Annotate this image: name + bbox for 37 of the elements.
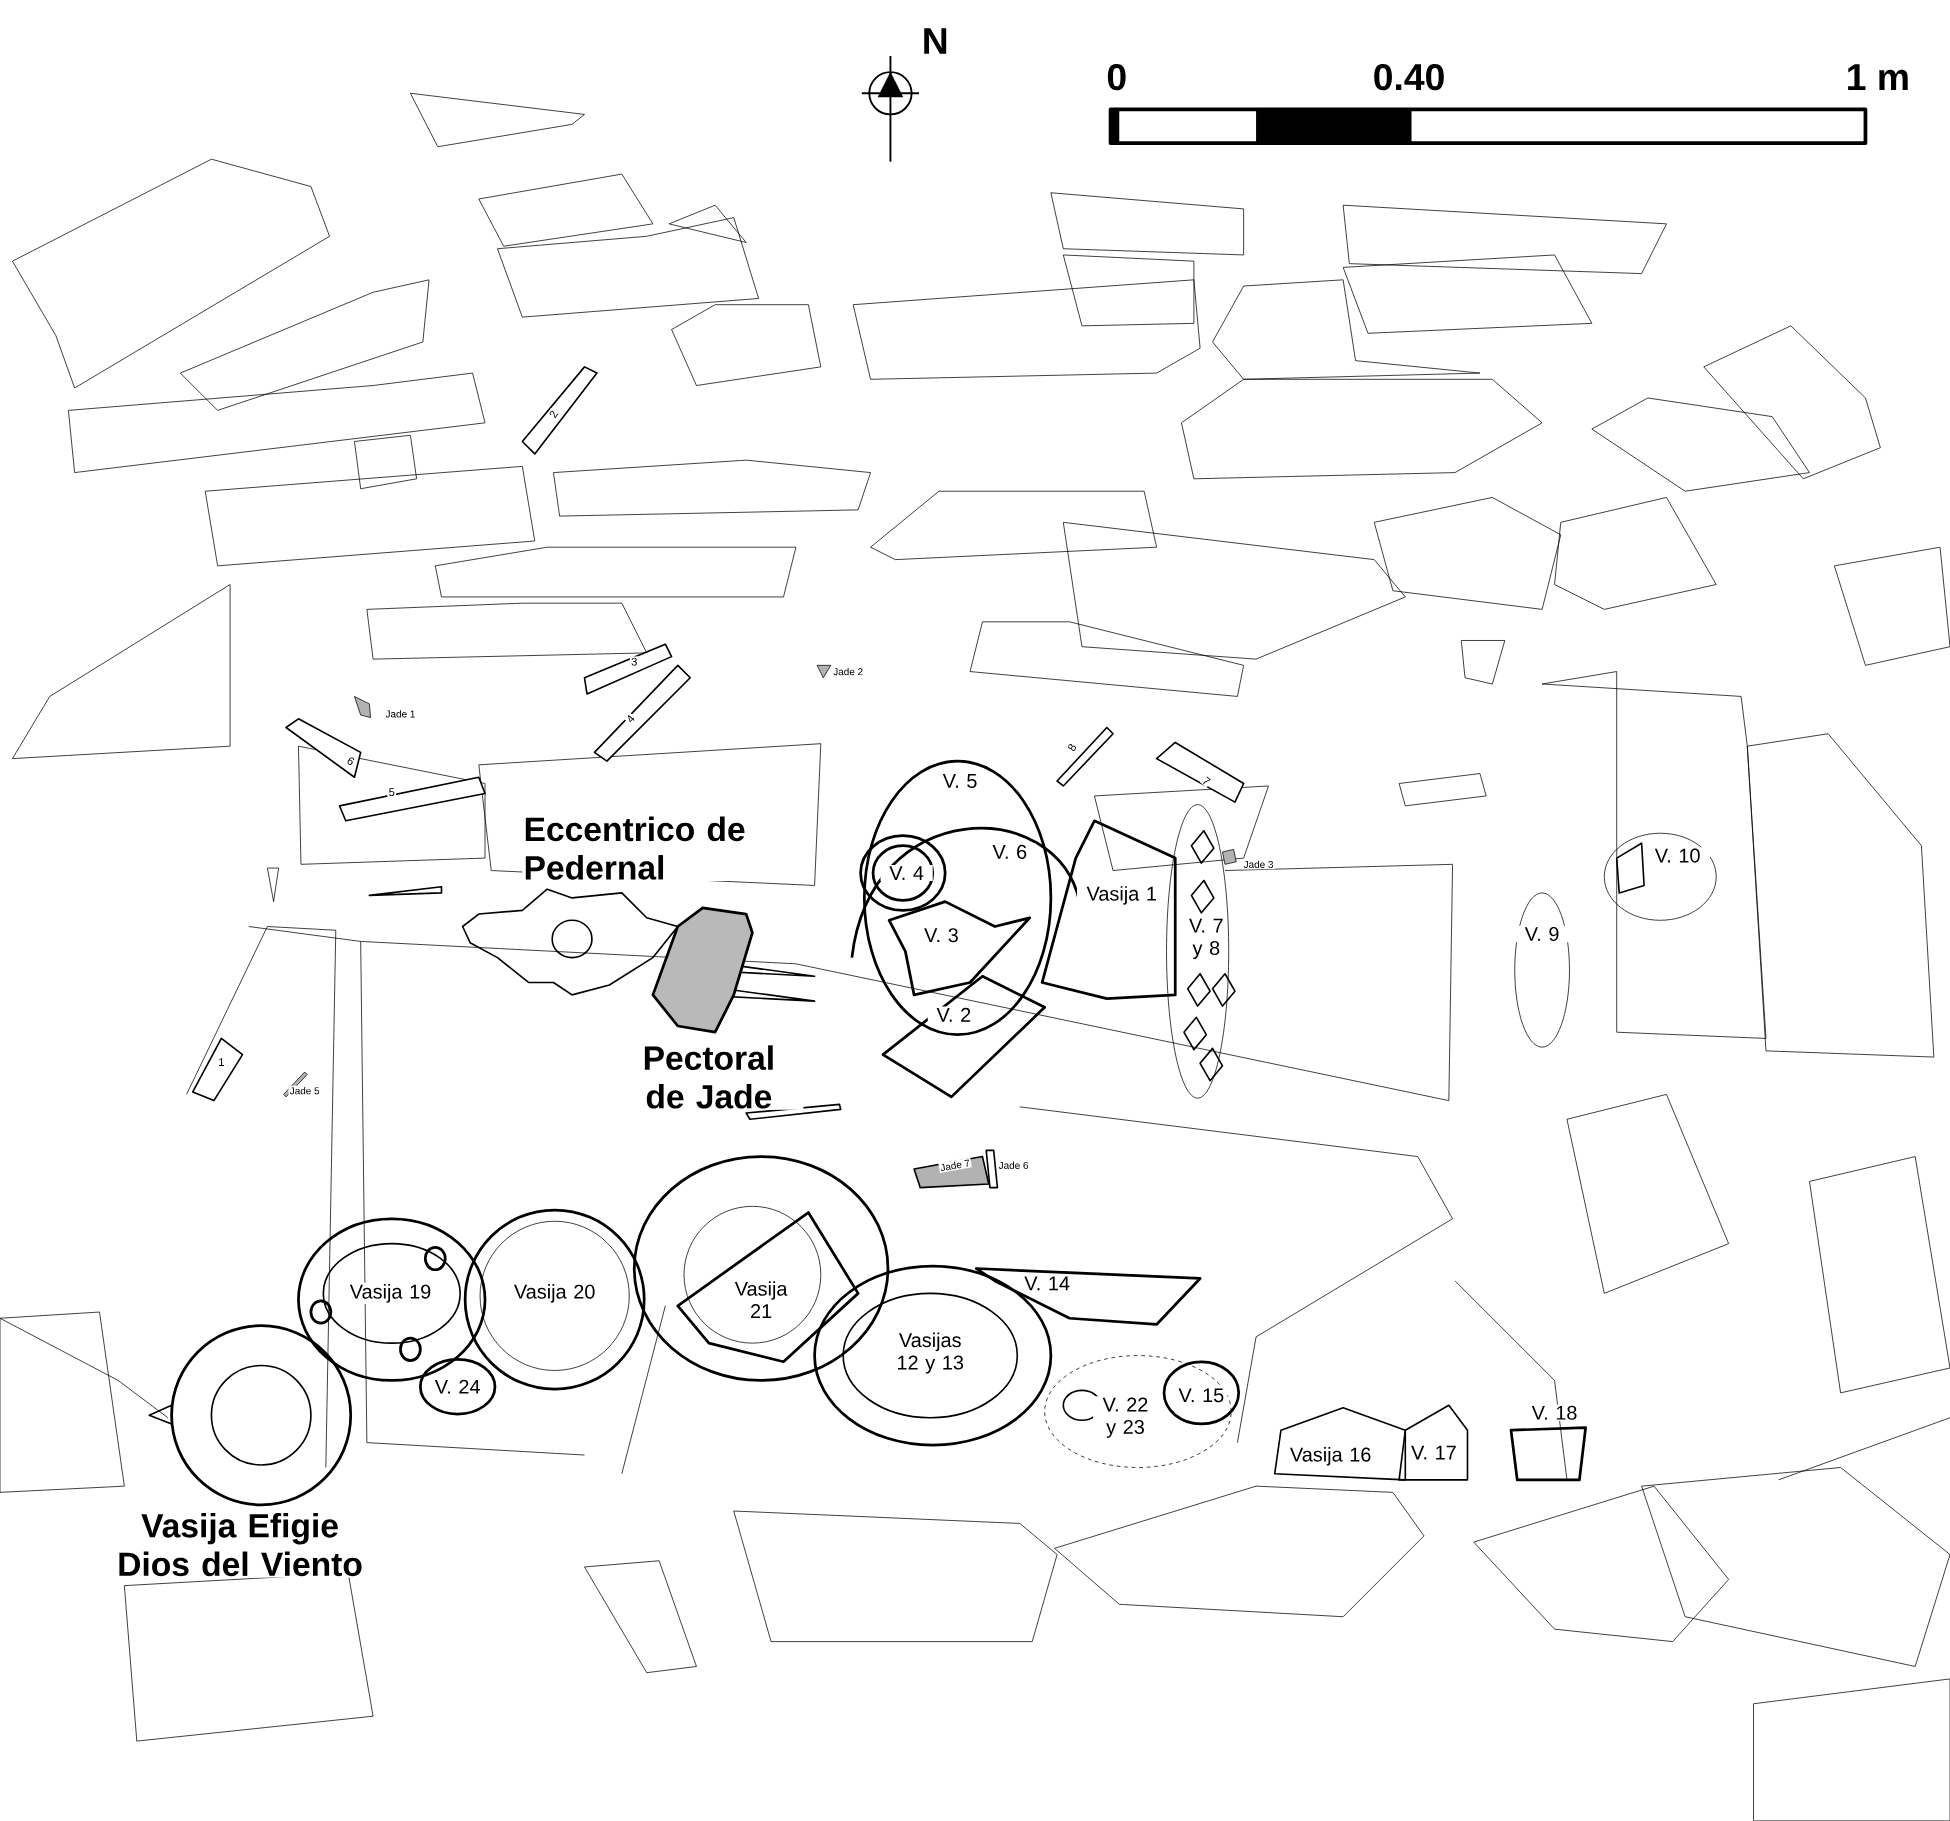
vessel-outline: V. 14 (974, 1267, 1202, 1326)
find-number: 6 (344, 754, 358, 768)
vessel-outline: V. 18 (1509, 1404, 1587, 1482)
find-label: Jade 3 (1242, 859, 1275, 870)
vessel-outline: Vasija 21 (632, 1155, 890, 1382)
vessel-outline: V. 17 (1398, 1404, 1469, 1481)
find-number: 5 (387, 787, 397, 798)
find-number: 3 (629, 656, 639, 667)
effigy-vessel-drawing: Vasija Efigie Dios del Viento (77, 1324, 403, 1578)
find-number: 1 (217, 1057, 226, 1068)
find-label: Jade 6 (997, 1160, 1030, 1171)
vessel-outline: V. 2 (881, 975, 1047, 1099)
find-number: 2 (546, 407, 561, 421)
find-label: Jade 5 (288, 1085, 321, 1096)
vessel-outline: V. 7 y 8 (1166, 804, 1236, 1099)
node-label: V. 18 (1531, 1405, 1577, 1420)
scale-label: 0.40 (1371, 62, 1447, 92)
vessel-outline: V. 10 (1603, 833, 1717, 921)
vessel-outline: V. 9 (1514, 892, 1570, 1048)
node-label: V. 6 (992, 845, 1027, 860)
find-number: 4 (623, 712, 638, 726)
vessel-outline: V. 24 (419, 1358, 497, 1416)
node-label: Vasija Efigie Dios del Viento (119, 1513, 362, 1577)
node-label: Eccentrico de Pedernal (525, 816, 745, 880)
vessel-outline: Vasija 16 (1273, 1407, 1407, 1481)
node-label: Pectoral de Jade (644, 1045, 773, 1109)
find-number: 7 (1199, 774, 1213, 788)
scale-label: 0 (1105, 62, 1129, 92)
scale-label: 1 m (1844, 63, 1912, 92)
find-number: 8 (1065, 741, 1079, 754)
vessel-outline: V. 15 (1162, 1360, 1241, 1426)
find-label: Jade 2 (832, 666, 865, 677)
find-label: Jade 7 (938, 1157, 972, 1174)
find-label: Jade 1 (384, 709, 417, 719)
north-label: N (920, 27, 950, 56)
jade-pectoral-drawing: Pectoral de Jade (614, 906, 804, 1110)
vessel-outline: Vasija 1 (1040, 819, 1177, 1001)
